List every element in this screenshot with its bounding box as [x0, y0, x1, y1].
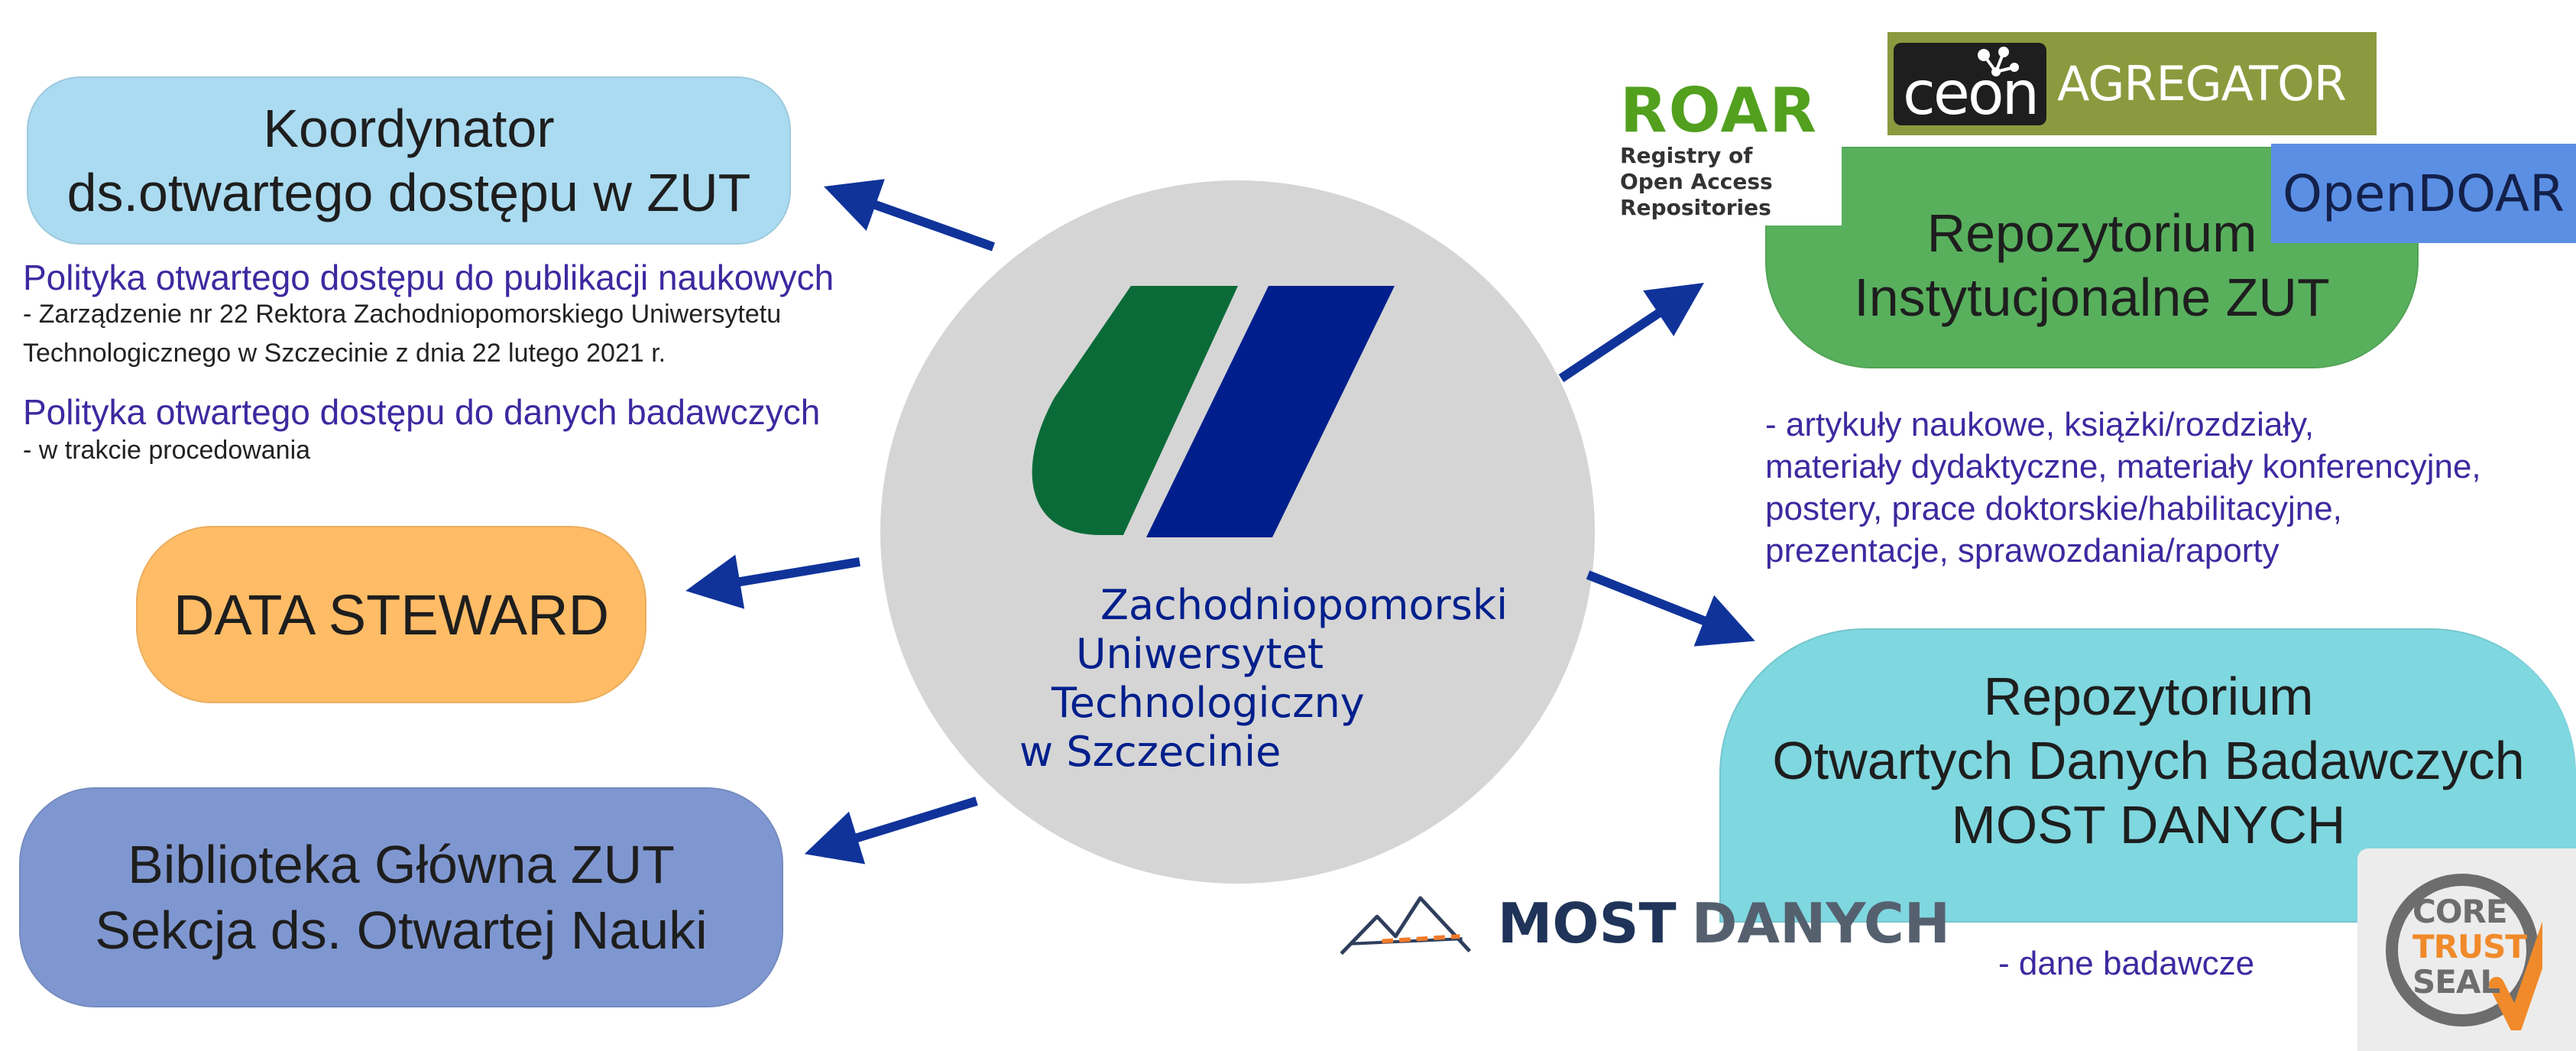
- arrow-to-repo-data: [1586, 570, 1755, 647]
- policy-publications-desc1: - Zarządzenie nr 22 Rektora Zachodniopom…: [23, 300, 782, 329]
- university-name-line1: Zachodniopomorski: [1100, 581, 1508, 629]
- repo-institutional-line1: Repozytorium: [1926, 203, 2257, 263]
- ceon-network-icon: [1978, 46, 2019, 76]
- opendoar-text: OpenDOAR: [2283, 164, 2565, 223]
- repo-institutional-line2: Instytucjonalne ZUT: [1854, 268, 2330, 327]
- zut-logo-blue-shape: [1146, 286, 1395, 537]
- coretrustseal-seal: SEAL: [2412, 963, 2500, 1001]
- repo-data-line3: MOST DANYCH: [1951, 794, 2346, 855]
- policy-publications-title: Polityka otwartego dostępu do publikacji…: [23, 258, 834, 297]
- coordinator-line1: Koordynator: [263, 99, 555, 158]
- coretrustseal-text: CORE TRUST SEAL: [2412, 893, 2527, 1001]
- library-line2: Sekcja ds. Otwartej Nauki: [95, 900, 708, 960]
- university-name: Zachodniopomorski Uniwersytet Technologi…: [1009, 581, 1508, 777]
- repo-contents-line3: postery, prace doktorskie/habilitacyjne,: [1765, 490, 2342, 527]
- repo-data-contents: - dane badawcze: [1998, 945, 2255, 982]
- repo-contents-line4: prezentacje, sprawozdania/raporty: [1765, 532, 2280, 569]
- arrow-to-library: [804, 796, 978, 864]
- coordinator-box: Koordynator ds.otwartego dostępu w ZUT: [27, 76, 791, 245]
- university-name-line2: Uniwersytet: [1076, 630, 1324, 678]
- arrow-to-repo-institutional: [1558, 282, 1704, 382]
- repo-contents-line2: materiały dydaktyczne, materiały konfere…: [1765, 448, 2481, 485]
- most-danych-logo: MOST DANYCH: [1339, 877, 1950, 969]
- repo-contents-line1: - artykuły naukowe, książki/rozdziały,: [1765, 406, 2315, 443]
- policy-data-title: Polityka otwartego dostępu do danych bad…: [23, 392, 821, 432]
- university-name-line4: w Szczecinie: [1019, 728, 1282, 776]
- repo-data-line2: Otwartych Danych Badawczych: [1772, 730, 2525, 790]
- coretrustseal-ring-icon: [2386, 874, 2542, 1030]
- coretrustseal-logo: CORE TRUST SEAL: [2357, 848, 2576, 1051]
- arrow-to-data-steward: [685, 554, 860, 609]
- most-danych-most: MOST: [1497, 891, 1677, 955]
- library-box: Biblioteka Główna ZUT Sekcja ds. Otwarte…: [19, 787, 783, 1007]
- ceon-agregator-logo: ceon AGREGATOR: [1887, 32, 2377, 135]
- data-steward-label: DATA STEWARD: [173, 582, 610, 647]
- most-danych-danych: DANYCH: [1691, 891, 1950, 955]
- repo-contents: - artykuły naukowe, książki/rozdziały, m…: [1765, 404, 2481, 572]
- repo-data-line1: Repozytorium: [1983, 666, 2314, 726]
- agregator-text: AGREGATOR: [2057, 56, 2347, 112]
- opendoar-logo: OpenDOAR: [2271, 144, 2576, 243]
- roar-logo: ROAR Registry of Open Access Repositorie…: [1605, 65, 1842, 225]
- arrow-to-coordinator: [824, 179, 996, 251]
- coretrustseal-core: CORE: [2412, 893, 2508, 930]
- university-name-line3: Technologiczny: [1051, 679, 1365, 727]
- roar-title: ROAR: [1620, 75, 1818, 146]
- policy-publications-desc2: Technologicznego w Szczecinie z dnia 22 …: [23, 339, 666, 368]
- zut-logo-green-shape: [1032, 286, 1238, 535]
- ceon-badge: ceon: [1894, 42, 2046, 128]
- coordinator-line2: ds.otwartego dostępu w ZUT: [66, 163, 751, 222]
- roar-sub1: Registry of: [1620, 143, 1753, 168]
- bridge-icon: [1340, 896, 1472, 955]
- roar-sub2: Open Access: [1620, 169, 1773, 194]
- ceon-text: ceon: [1902, 59, 2040, 128]
- policy-data-desc: - w trakcie procedowania: [23, 436, 311, 465]
- coretrustseal-trust: TRUST: [2412, 928, 2527, 965]
- library-line1: Biblioteka Główna ZUT: [128, 835, 675, 894]
- roar-sub3: Repositories: [1620, 195, 1771, 220]
- data-steward-box: DATA STEWARD: [136, 526, 646, 703]
